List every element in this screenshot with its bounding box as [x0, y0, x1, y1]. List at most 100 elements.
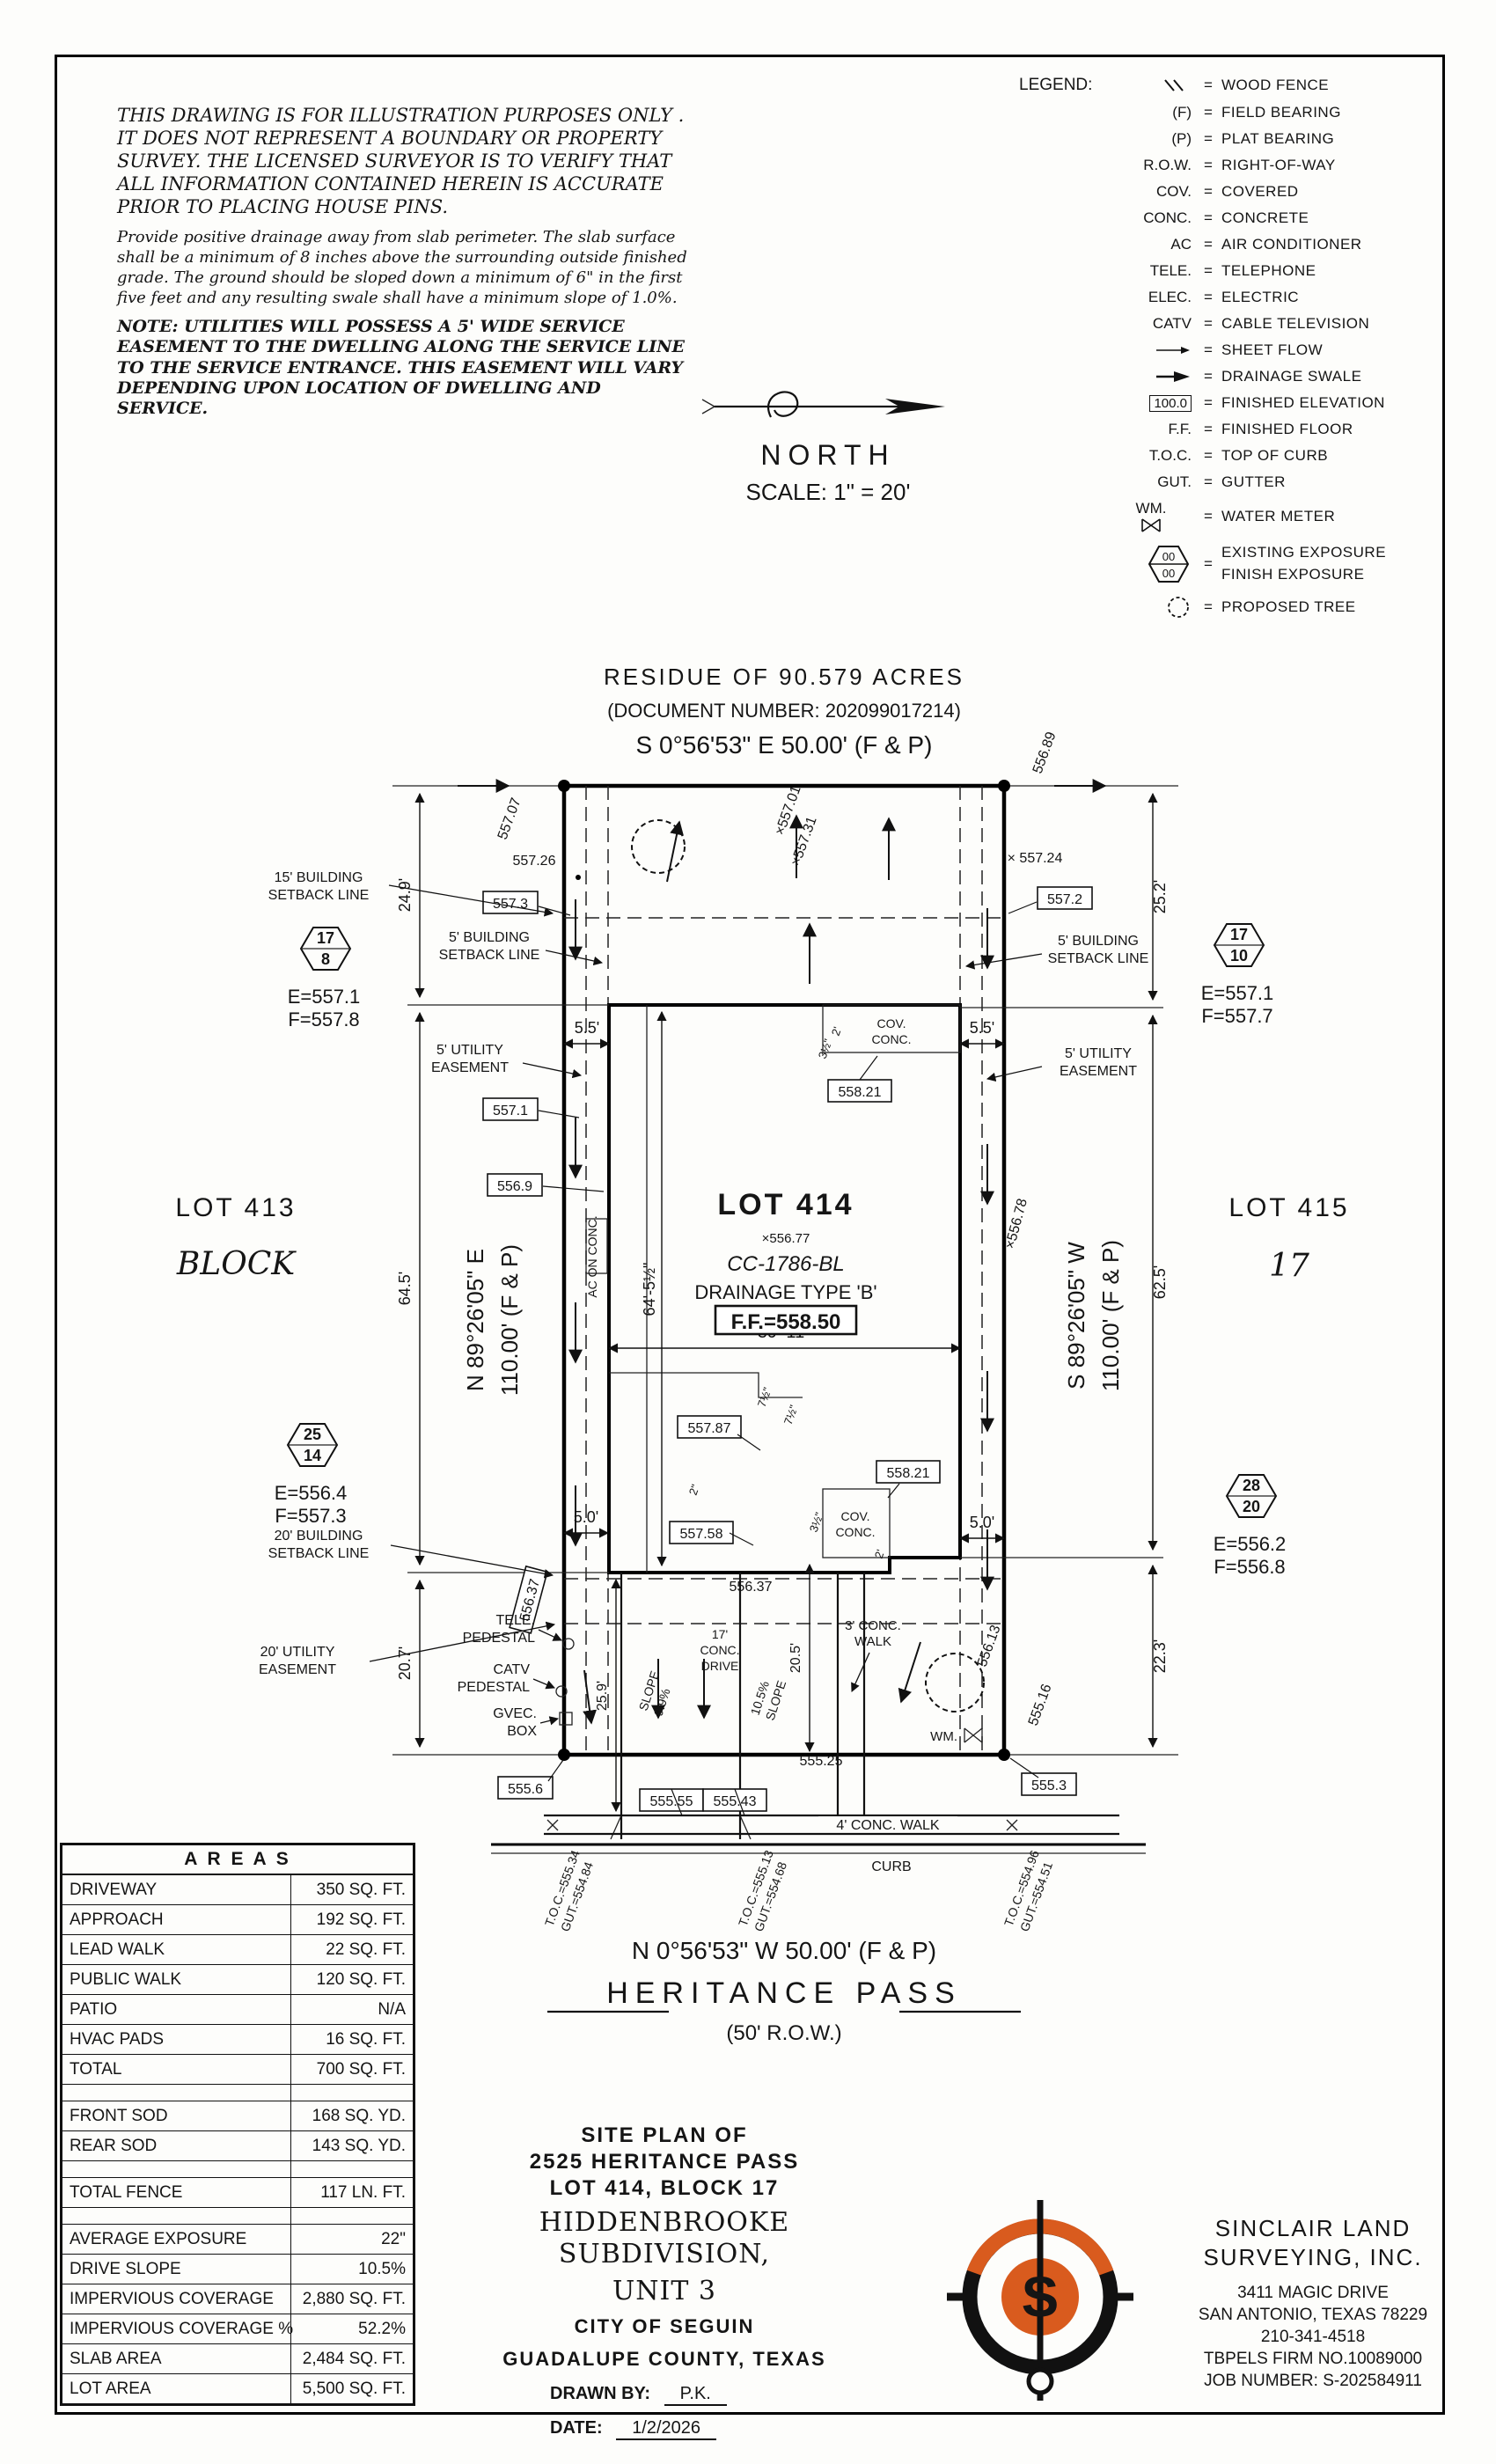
- bearing-bottom: N 0°56'53" W 50.00' (F & P): [632, 1937, 936, 1964]
- row-label: REAR SOD: [62, 2131, 291, 2160]
- row-value: 143 SQ. YD.: [312, 2136, 406, 2155]
- walk4-label: 4' CONC. WALK: [836, 1818, 939, 1833]
- setback-15-label: SETBACK LINE: [268, 888, 370, 903]
- existing-exposure: E=557.1: [288, 986, 361, 1008]
- legend-desc: PROPOSED TREE: [1221, 598, 1356, 616]
- drainage-arrows: [568, 814, 994, 1725]
- equals: =: [1204, 368, 1213, 385]
- spot-557-31: ×557.31: [788, 815, 820, 869]
- walk-3-label: WALK: [854, 1634, 891, 1649]
- finish-exposure: F=557.3: [275, 1505, 346, 1527]
- legend-abbr: ELEC.: [1148, 289, 1192, 305]
- row-value: N/A: [378, 1999, 406, 2019]
- bearing-left-2: 110.00' (F & P): [496, 1244, 523, 1396]
- equals: =: [1204, 157, 1213, 173]
- dim-2ft-top: 2': [829, 1025, 844, 1038]
- table-row: IMPERVIOUS COVERAGE %52.2%: [62, 2314, 413, 2344]
- legend-abbr: COV.: [1155, 183, 1192, 200]
- boxed-558-21-b: 558.21: [887, 1466, 930, 1481]
- lot-boundary: [392, 779, 1178, 1761]
- row-label: HVAC PADS: [62, 2025, 291, 2054]
- equals: =: [1204, 77, 1213, 93]
- hex-bottom: 10: [1230, 947, 1248, 964]
- equals: =: [1204, 289, 1213, 305]
- legend-item-finished-elevation: 100.0 = FINISHED ELEVATION: [1019, 394, 1438, 412]
- bearing-top: S 0°56'53" E 50.00' (F & P): [636, 731, 933, 759]
- legend-title: LEGEND:: [1019, 76, 1093, 94]
- table-row-spacer: [62, 2085, 413, 2101]
- legend-desc: WATER METER: [1221, 508, 1336, 524]
- residue-label: RESIDUE OF 90.579 ACRES: [604, 664, 964, 690]
- lot-413-label: LOT 413: [175, 1193, 296, 1222]
- boxed-557-2: 557.2: [1047, 892, 1082, 907]
- legend-abbr: CONC.: [1143, 209, 1192, 226]
- legend-abbr: GUT.: [1157, 473, 1192, 490]
- dim-20-5: 20.5': [788, 1643, 803, 1673]
- spot-556-37: 556.37: [730, 1580, 773, 1595]
- legend-desc: AIR CONDITIONER: [1221, 236, 1362, 253]
- table-row-spacer: [62, 2208, 413, 2225]
- surveyor-name: SINCLAIR LAND: [1214, 2215, 1412, 2241]
- lot-block-line: LOT 414, BLOCK 17: [549, 2176, 780, 2200]
- legend-item: (P)=PLAT BEARING: [1019, 130, 1438, 148]
- row-value: [291, 2208, 413, 2224]
- sheet-flow-icon: [1111, 345, 1195, 356]
- legend-abbr: (F): [1172, 104, 1192, 121]
- setback-15-label: 15' BUILDING: [275, 870, 363, 885]
- surveyor-address: SAN ANTONIO, TEXAS 78229: [1198, 2306, 1428, 2325]
- sinclair-logo: S: [943, 2198, 1137, 2407]
- setback-5-right-label: 5' BUILDING: [1058, 934, 1139, 949]
- dim-2in: 2": [686, 1482, 702, 1497]
- row-value: 192 SQ. FT.: [316, 1910, 406, 1929]
- easement-5-right-label: 5' UTILITY: [1065, 1046, 1132, 1061]
- legend-desc: CABLE TELEVISION: [1221, 315, 1370, 332]
- row-value: 2,484 SQ. FT.: [302, 2349, 406, 2368]
- row-value: 22": [381, 2229, 406, 2248]
- dim-2ft-bottom: 2': [872, 1548, 887, 1560]
- boxed-556-9: 556.9: [497, 1179, 532, 1194]
- equals: =: [1204, 341, 1213, 358]
- hex-bottom: 20: [1243, 1498, 1260, 1515]
- driveway-walks: 4' CONC. WALK CURB: [491, 1573, 1146, 1874]
- equals: =: [1204, 236, 1213, 253]
- equals: =: [1204, 554, 1213, 572]
- equals: =: [1204, 473, 1213, 490]
- boxed-558-21-a: 558.21: [839, 1085, 882, 1100]
- legend-desc: FINISHED ELEVATION: [1221, 394, 1385, 411]
- row-label: TOTAL: [62, 2055, 291, 2084]
- equals: =: [1204, 130, 1213, 147]
- spot-555-16: 555.16: [1026, 1682, 1055, 1727]
- drainage-swale-icon: [1111, 370, 1195, 383]
- hex-top: 25: [304, 1426, 321, 1443]
- street-name: HERITANCE PASS: [606, 1976, 962, 2010]
- row-value: 700 SQ. FT.: [316, 2059, 406, 2079]
- row-value: 120 SQ. FT.: [316, 1969, 406, 1989]
- legend-desc: FINISHED FLOOR: [1221, 421, 1353, 437]
- address-line: 2525 HERITANCE PASS: [529, 2150, 800, 2174]
- date-row: DATE: 1/2/2026: [550, 2418, 884, 2441]
- lot-414-label: LOT 414: [717, 1188, 854, 1221]
- spot-557-01: ×557.01: [773, 784, 804, 838]
- legend-item: ELEC. = ELECTRIC: [1019, 289, 1438, 306]
- boxed-555-6: 555.6: [508, 1782, 543, 1797]
- existing-exposure: E=556.4: [275, 1482, 348, 1504]
- unit-line: UNIT 3: [612, 2276, 717, 2306]
- row-value: 10.5%: [358, 2259, 406, 2278]
- legend-desc: CONCRETE: [1221, 209, 1309, 226]
- equals: =: [1204, 394, 1213, 411]
- legend-abbr: TELE.: [1149, 262, 1192, 279]
- row-value: 22 SQ. FT.: [326, 1940, 406, 1959]
- legend-desc: WOOD FENCE: [1221, 77, 1330, 93]
- legend-desc: ELECTRIC: [1221, 289, 1300, 305]
- proposed-tree-icon: [925, 1653, 985, 1712]
- date-value: 1/2/2026: [616, 2418, 717, 2441]
- boxed-elevations: 557.3 557.2 557.1 556.9 558.21 557.87 55…: [482, 886, 1093, 1816]
- equals: =: [1204, 183, 1213, 200]
